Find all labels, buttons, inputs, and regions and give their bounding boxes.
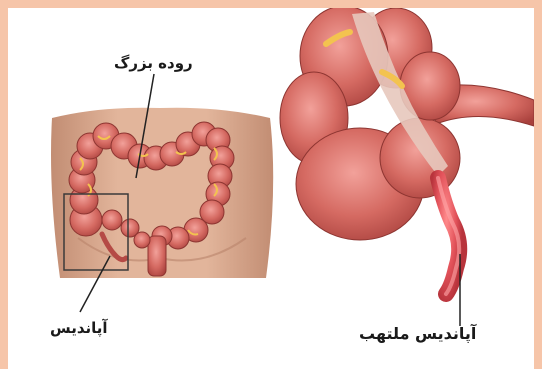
inflamed-appendix-label: آپاندیس ملتهب	[359, 324, 476, 343]
cecum-closeup	[280, 8, 534, 240]
large-intestine-label: روده بزرگ	[114, 54, 193, 72]
anatomy-illustration	[8, 8, 534, 369]
diagram-panel: روده بزرگ آپاندیس آپاندیس ملتهب	[8, 8, 534, 369]
appendix-label: آپاندیس	[50, 319, 108, 337]
